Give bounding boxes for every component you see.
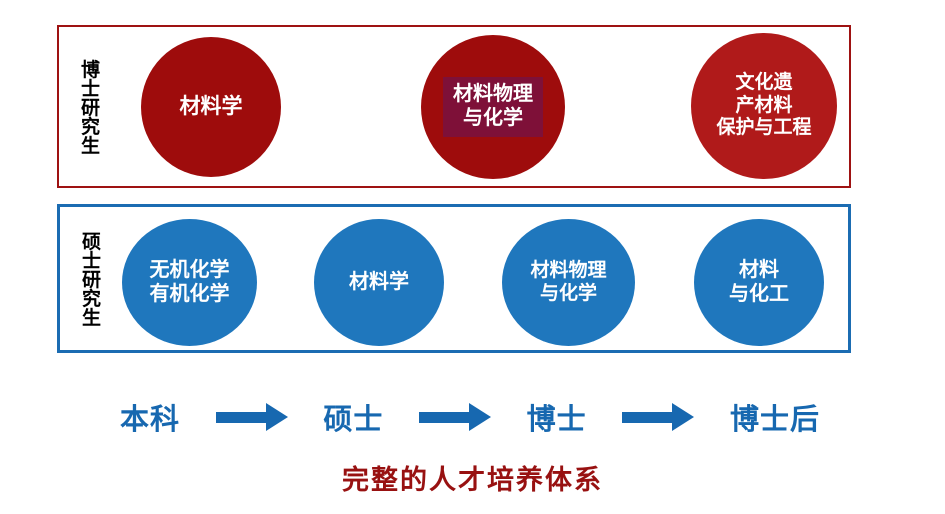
master-tier-label: 硕士研究生 — [79, 231, 100, 326]
master-tier-box: 硕士研究生 无机化学 有机化学 材料学 材料物理 与化学 材料 与化工 — [57, 204, 851, 353]
arrow-head — [469, 403, 491, 431]
master-node-label: 材料物理 与化学 — [530, 260, 607, 304]
doctoral-tier-box: 博士研究生 材料学 材料物理 与化学 文化遗 产材料 保护与工程 — [57, 25, 851, 188]
master-node-label: 材料学 — [349, 270, 409, 293]
diagram-caption: 完整的人才培养体系 — [342, 465, 603, 495]
master-node-materials-science[interactable]: 材料学 — [314, 219, 444, 346]
pathway-stage-bachelor[interactable]: 本科 — [120, 404, 181, 436]
doctoral-node-label: 文化遗 产材料 保护与工程 — [716, 72, 812, 139]
doctoral-node-label: 材料学 — [179, 94, 243, 118]
arrow-head — [265, 403, 288, 431]
arrow-shaft — [622, 412, 673, 423]
arrow-shaft — [215, 412, 266, 423]
career-pathway-row: 本科 硕士 博士 博士后 — [120, 392, 820, 442]
master-node-materials-physics-chemistry[interactable]: 材料物理 与化学 — [502, 219, 635, 346]
pathway-stage-master[interactable]: 硕士 — [323, 404, 384, 436]
master-node-materials-chemical-engineering[interactable]: 材料 与化工 — [694, 219, 824, 346]
arrow-head — [672, 403, 695, 431]
right-arrow-icon — [622, 403, 695, 431]
doctoral-node-cultural-heritage-materials[interactable]: 文化遗 产材料 保护与工程 — [691, 33, 837, 179]
doctoral-tier-label: 博士研究生 — [78, 59, 99, 154]
doctoral-node-label-selected: 材料物理 与化学 — [443, 77, 543, 137]
doctoral-node-materials-science[interactable]: 材料学 — [141, 37, 281, 177]
pathway-stage-postdoc[interactable]: 博士后 — [729, 404, 820, 436]
arrow-shaft — [419, 412, 469, 423]
right-arrow-icon — [419, 403, 491, 431]
doctoral-node-materials-physics-chemistry[interactable]: 材料物理 与化学 — [421, 35, 565, 179]
master-node-label: 材料 与化工 — [729, 258, 789, 305]
pathway-stage-doctor[interactable]: 博士 — [526, 404, 587, 436]
master-node-label: 无机化学 有机化学 — [149, 258, 230, 305]
master-node-inorganic-organic-chemistry[interactable]: 无机化学 有机化学 — [122, 219, 257, 346]
right-arrow-icon — [215, 403, 288, 431]
